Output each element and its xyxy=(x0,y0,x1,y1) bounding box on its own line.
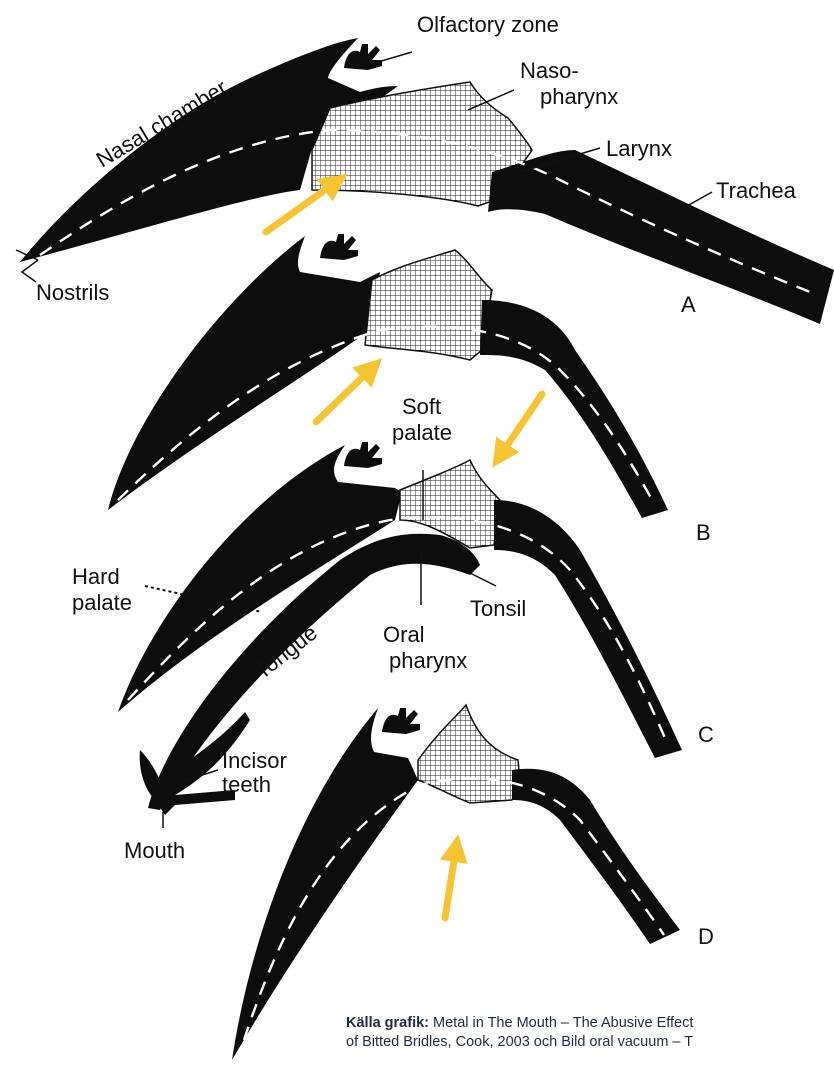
label-olfactory-zone: Olfactory zone xyxy=(417,12,559,37)
panel-letter-d: D xyxy=(698,924,714,949)
panel-d xyxy=(232,705,680,1060)
panel-letter-c: C xyxy=(698,722,714,747)
trachea-a xyxy=(488,150,834,324)
label-incisor: Incisor xyxy=(222,748,287,773)
source-label: Källa grafik: xyxy=(346,1015,429,1031)
tonsil-pointer xyxy=(468,572,496,586)
label-pharynx: pharynx xyxy=(540,84,618,109)
nasopharynx-b xyxy=(365,250,492,360)
label-soft-palate: palate xyxy=(392,420,452,445)
panel-letter-a: A xyxy=(681,292,696,317)
label-oral: Oral xyxy=(383,622,425,647)
trachea-b xyxy=(480,300,668,518)
trachea-c xyxy=(494,500,682,758)
label-trachea: Trachea xyxy=(716,178,797,203)
label-larynx: Larynx xyxy=(606,136,672,161)
label-hard-palate: palate xyxy=(72,590,132,615)
source-line-1: Källa grafik: Metal in The Mouth – The A… xyxy=(346,1014,834,1033)
label-soft: Soft xyxy=(402,394,441,419)
nasopharynx-d xyxy=(418,705,519,803)
source-text-2: of Bitted Bridles, Cook, 2003 och Bild o… xyxy=(346,1034,693,1050)
panel-b xyxy=(108,236,668,518)
trachea-pointer xyxy=(680,192,712,210)
label-naso: Naso- xyxy=(520,58,579,83)
arrow-b-down xyxy=(500,394,542,456)
source-text-1: Metal in The Mouth – The Abusive Effect xyxy=(433,1015,693,1031)
panel-letters: A B C D xyxy=(681,292,714,949)
arrow-b-up xyxy=(316,368,372,422)
label-oral-pharynx: pharynx xyxy=(389,648,467,673)
arrow-d xyxy=(445,848,456,918)
label-hard: Hard xyxy=(72,564,120,589)
source-caption: Källa grafik: Metal in The Mouth – The A… xyxy=(346,1014,834,1052)
label-tonsil: Tonsil xyxy=(470,596,526,621)
source-line-2: of Bitted Bridles, Cook, 2003 och Bild o… xyxy=(346,1033,834,1052)
label-teeth: teeth xyxy=(222,772,271,797)
label-nostrils: Nostrils xyxy=(36,280,109,305)
olfactory-pointer xyxy=(378,52,412,62)
panel-letter-b: B xyxy=(696,520,711,545)
label-mouth: Mouth xyxy=(124,838,185,863)
nasal-chamber-b xyxy=(108,236,380,510)
trachea-d xyxy=(512,769,680,944)
